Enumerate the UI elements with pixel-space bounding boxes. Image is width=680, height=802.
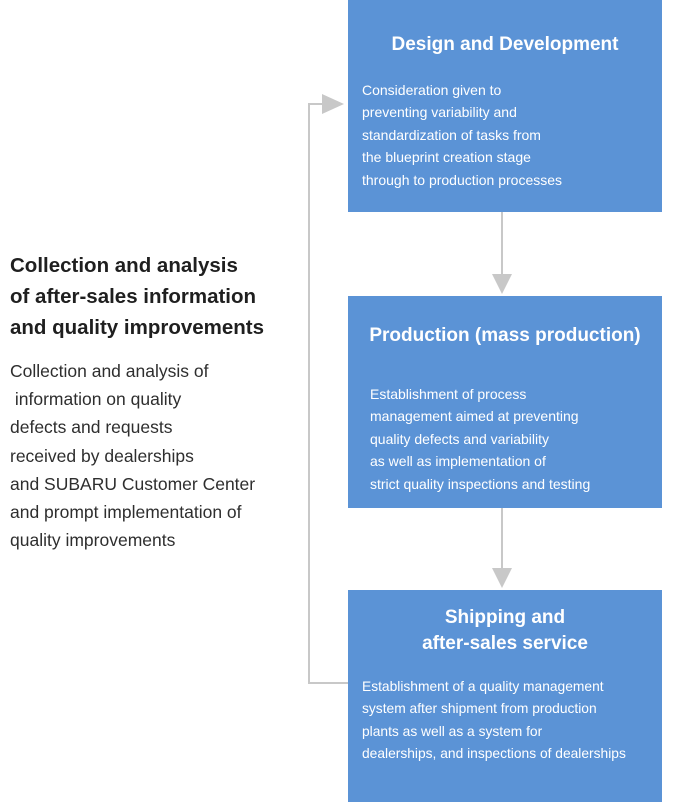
design-development-box: Design and Development Consideration giv… [348, 0, 662, 212]
design-development-title: Design and Development [391, 34, 619, 55]
feedback-description: Collection and analysis of information o… [10, 357, 310, 554]
shipping-title-line: after-sales service [422, 633, 588, 654]
shipping-line: dealerships, and inspections of dealersh… [362, 746, 626, 762]
design-line: standardization of tasks from [362, 126, 541, 143]
shipping-service-box: Shipping and after-sales service Establi… [348, 590, 662, 802]
feedback-line: received by dealerships [10, 445, 194, 466]
shipping-service-description: Establishment of a quality management sy… [362, 676, 626, 766]
design-line: the blueprint creation stage [362, 149, 531, 166]
production-line: management aimed at preventing [370, 408, 579, 425]
feedback-line: Collection and analysis of [10, 361, 209, 381]
arrowhead-production [492, 274, 512, 294]
feedback-loop-line [308, 103, 348, 684]
shipping-line: system after shipment from production [362, 701, 597, 717]
feedback-heading-line: of after-sales information [10, 285, 257, 308]
production-box: Production (mass production) Establishme… [348, 296, 662, 508]
production-line: as well as implementation of [370, 453, 546, 470]
arrowhead-design [322, 94, 344, 114]
design-line: through to production processes [362, 171, 563, 188]
production-line: strict quality inspections and testing [370, 475, 591, 492]
feedback-line: defects and requests [10, 417, 173, 438]
design-line: Consideration given to [362, 82, 502, 98]
feedback-heading-line: Collection and analysis [10, 254, 238, 277]
feedback-line: information on quality [10, 389, 182, 410]
feedback-line: quality improvements [10, 530, 176, 551]
feedback-heading-line: and quality improvements [10, 316, 265, 339]
feedback-line: and prompt implementation of [10, 502, 242, 523]
shipping-line: Establishment of a quality management [362, 679, 604, 694]
shipping-line: plants as well as a system for [362, 723, 543, 739]
feedback-line: and SUBARU Customer Center [10, 473, 256, 494]
shipping-service-title: Shipping and after-sales service [348, 605, 662, 657]
production-line: Establishment of process [370, 386, 527, 402]
production-line: quality defects and variability [370, 430, 549, 447]
feedback-heading: Collection and analysis of after-sales i… [10, 250, 310, 343]
design-line: preventing variability and [362, 104, 517, 121]
production-description: Establishment of process management aime… [370, 383, 590, 495]
production-title: Production (mass production) [369, 325, 641, 346]
design-development-description: Consideration given to preventing variab… [362, 79, 562, 191]
arrowhead-shipping [492, 568, 512, 588]
shipping-title-line: Shipping and [444, 607, 566, 628]
